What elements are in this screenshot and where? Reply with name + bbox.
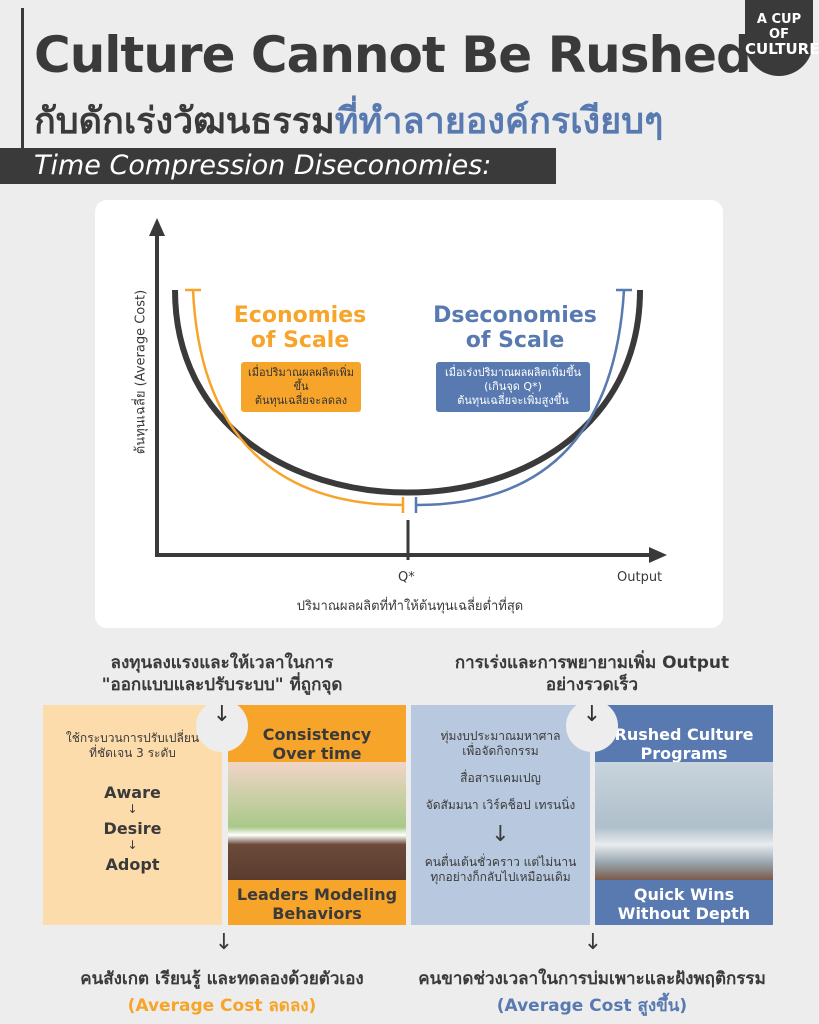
diseconomies-curve xyxy=(415,289,626,507)
page-subtitle: กับดักเร่งวัฒนธรรมที่ทำลายองค์กรเงียบๆ xyxy=(34,92,663,149)
subtitle-blue: ที่ทำลายองค์กรเงียบๆ xyxy=(334,101,664,142)
step-desire: Desire xyxy=(103,819,162,838)
down-arrow-icon: ↓ xyxy=(196,700,248,752)
right-result: คนขาดช่วงเวลาในการบ่มเพาะและฝังพฤติกรรม(… xyxy=(418,969,766,1016)
left-result: คนสังเกต เรียนรู้ และทดลองด้วยตัวเอง(Ave… xyxy=(80,969,364,1016)
logo-line-1: A CUP OF xyxy=(756,12,802,42)
down-arrow-icon: ↓ xyxy=(583,930,603,955)
down-arrow-icon: ↓ xyxy=(491,822,510,847)
diseconomies-desc: เมื่อเร่งปริมาณผลผลิตเพิ่มขึ้น(เกินจุด Q… xyxy=(436,362,590,412)
down-arrow-icon: ↓ xyxy=(127,838,138,852)
left-heading: ลงทุนลงแรงและให้เวลาในการ"ออกแบบและปรับร… xyxy=(101,653,343,695)
average-cost-curve xyxy=(172,289,643,496)
x-axis-arrow-icon xyxy=(649,547,667,563)
economies-desc: เมื่อปริมาณผลผลิตเพิ่มขึ้นต้นทุนเฉลี่ยจะ… xyxy=(241,362,361,412)
down-arrow-icon: ↓ xyxy=(214,930,234,955)
economies-curve xyxy=(191,289,404,507)
step-aware: Aware xyxy=(104,783,161,802)
x-axis-label: ปริมาณผลผลิตที่ทำให้ต้นทุนเฉลี่ยต่ำที่สุ… xyxy=(296,599,524,614)
y-axis-arrow-icon xyxy=(149,218,165,236)
y-axis-label: ต้นทุนเฉลี่ย (Average Cost) xyxy=(133,289,149,455)
q-star-label: Q* xyxy=(398,570,415,585)
logo-line-2: CULTURE xyxy=(745,40,819,58)
section-bar: Time Compression Diseconomies: xyxy=(0,148,556,184)
subtitle-dark: กับดักเร่งวัฒนธรรม xyxy=(34,101,335,142)
down-arrow-icon: ↓ xyxy=(566,700,618,752)
accent-line xyxy=(21,8,24,184)
step-adopt: Adopt xyxy=(105,855,160,874)
cost-curve-chart xyxy=(149,218,667,563)
down-arrow-icon: ↓ xyxy=(127,802,138,816)
output-label: Output xyxy=(617,570,663,585)
robot-greenhouse-illustration xyxy=(595,762,773,880)
gardening-illustration xyxy=(228,762,406,880)
page-title: Culture Cannot Be Rushed xyxy=(34,26,752,84)
left-process-panel: ใช้กระบวนการปรับเปลี่ยนที่ชัดเจน 3 ระดับ… xyxy=(43,705,222,925)
right-process-panel: ทุ่มงบประมาณมหาศาลเพื่อจัดกิจกรรม สื่อสา… xyxy=(411,705,590,925)
